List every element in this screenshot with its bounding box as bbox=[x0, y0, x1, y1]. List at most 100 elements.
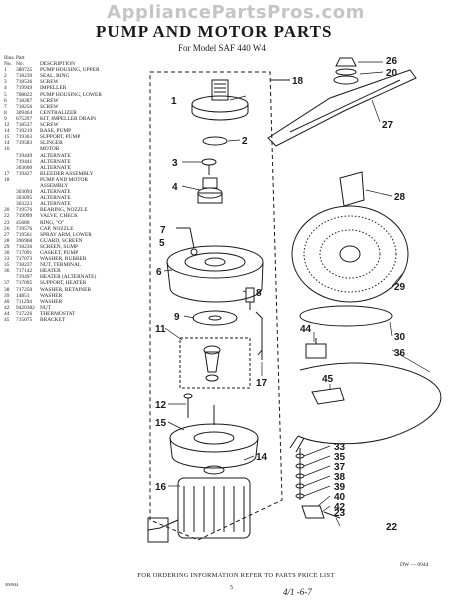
callout-1: 1 bbox=[171, 96, 177, 107]
part-no-cell: 719583 bbox=[16, 140, 33, 147]
illus-no-cell: 20 bbox=[4, 207, 10, 214]
part-no-cell: 719497 bbox=[16, 274, 33, 281]
page-number: 5 bbox=[230, 585, 233, 591]
description-cell: PUMP HOUSING, LOWER bbox=[40, 91, 102, 98]
callout-14: 14 bbox=[256, 452, 268, 463]
table-header-row-1: Illus. Part bbox=[4, 55, 150, 61]
part-motor bbox=[147, 465, 251, 543]
part-no-cell: 719576 bbox=[16, 207, 33, 214]
part-thermostat bbox=[305, 338, 327, 359]
part-no-cell: 719219 bbox=[16, 128, 33, 135]
illus-no-cell: 6 bbox=[4, 97, 7, 104]
description-cell: ASSEMBLY bbox=[40, 182, 69, 189]
callout-4: 4 bbox=[172, 182, 178, 193]
callout-11: 11 bbox=[155, 324, 166, 335]
header-no: No. bbox=[4, 61, 12, 68]
illus-no-cell: 12 bbox=[4, 122, 10, 129]
part-screen-guard bbox=[339, 171, 365, 207]
description-cell: SCREW bbox=[40, 97, 59, 104]
illus-no-cell: 33 bbox=[4, 256, 10, 263]
part-nozzle-cap-bearing bbox=[333, 57, 359, 85]
part-no-cell: 719999 bbox=[16, 213, 33, 220]
page-title: PUMP AND MOTOR PARTS bbox=[96, 22, 333, 41]
illus-no-cell: 7 bbox=[4, 103, 7, 110]
description-cell: VALVE, CHECK bbox=[40, 213, 79, 220]
description-cell: SCREW bbox=[40, 122, 59, 129]
description-cell: SUPPORT, PUMP bbox=[40, 134, 81, 141]
description-cell: ALTERNATE bbox=[40, 201, 71, 208]
part-lower-spray-arm bbox=[267, 69, 417, 147]
table-row: 15 719363 SUPPORT, PUMP bbox=[4, 134, 150, 140]
part-upper-pump-housing bbox=[191, 79, 249, 121]
header-illus: Illus. bbox=[4, 55, 15, 61]
illus-no-cell: 30 bbox=[4, 250, 10, 256]
part-no-cell: 708822 bbox=[16, 91, 33, 98]
description-cell: BEARING, NOZZLE bbox=[40, 207, 88, 214]
part-no-cell: 718287 bbox=[16, 97, 33, 104]
callout-28: 28 bbox=[394, 192, 406, 203]
table-row: 719497 HEATER (ALTERNATE) bbox=[4, 274, 150, 280]
part-no-cell: 717073 bbox=[16, 256, 33, 263]
watermark: AppliancePartsPros.com bbox=[107, 2, 365, 23]
table-row: ASSEMBLY bbox=[4, 183, 150, 189]
callout-26: 26 bbox=[386, 56, 398, 67]
part-no-cell: 380725 bbox=[16, 67, 33, 74]
illus-no-cell: 9 bbox=[4, 115, 7, 122]
illus-no-cell: 36 bbox=[4, 268, 10, 275]
header-description: DESCRIPTION bbox=[40, 61, 76, 68]
part-no-cell: 719949 bbox=[16, 85, 33, 92]
description-cell: ALTERNATE bbox=[40, 189, 71, 196]
illus-no-cell: 23 bbox=[4, 219, 10, 226]
description-cell: MOTOR bbox=[40, 146, 60, 153]
part-pump-base bbox=[169, 423, 259, 469]
illus-no-cell: 39 bbox=[4, 292, 10, 299]
part-no-cell: 303223 bbox=[16, 201, 33, 208]
part-no-cell: 718536 bbox=[16, 79, 33, 86]
callout-5: 5 bbox=[159, 238, 165, 249]
illus-no-cell: 15 bbox=[4, 134, 10, 141]
description-cell: ALTERNATE bbox=[40, 158, 71, 165]
part-no-cell: 719363 bbox=[16, 134, 33, 141]
description-cell: IMPELLER bbox=[40, 85, 67, 92]
callout-8: 8 bbox=[256, 288, 262, 299]
illus-no-cell: 45 bbox=[4, 317, 10, 324]
table-row: 20 719576 BEARING, NOZZLE bbox=[4, 207, 150, 213]
description-cell: BRACKET bbox=[40, 317, 66, 324]
part-impeller bbox=[197, 177, 223, 204]
callout-18: 18 bbox=[292, 76, 304, 87]
illus-no-cell: 2 bbox=[4, 73, 7, 80]
part-screws-7 bbox=[176, 227, 198, 256]
part-screw-3 bbox=[201, 158, 217, 175]
illus-no-cell: 42 bbox=[4, 304, 10, 311]
part-no-cell: 719449 bbox=[16, 152, 33, 159]
part-no-cell: 675297 bbox=[16, 115, 33, 122]
illus-no-cell: 1 bbox=[4, 67, 7, 74]
part-no-cell: 14851 bbox=[16, 292, 30, 299]
part-no-cell: 717226 bbox=[16, 310, 33, 317]
part-no-cell: 45680 bbox=[16, 219, 30, 226]
part-bracket bbox=[311, 387, 345, 405]
part-no-cell: 303095 bbox=[16, 195, 33, 202]
part-no-cell: 718256 bbox=[16, 103, 33, 110]
part-no-cell: 718237 bbox=[16, 262, 33, 269]
part-no-cell: 717091 bbox=[16, 250, 33, 256]
description-cell: HEATER (ALTERNATE) bbox=[40, 274, 97, 281]
callout-3: 3 bbox=[172, 158, 178, 169]
callout-30: 30 bbox=[394, 332, 406, 343]
part-no-cell: 717095 bbox=[16, 280, 33, 287]
illus-no-cell: 5 bbox=[4, 91, 7, 98]
